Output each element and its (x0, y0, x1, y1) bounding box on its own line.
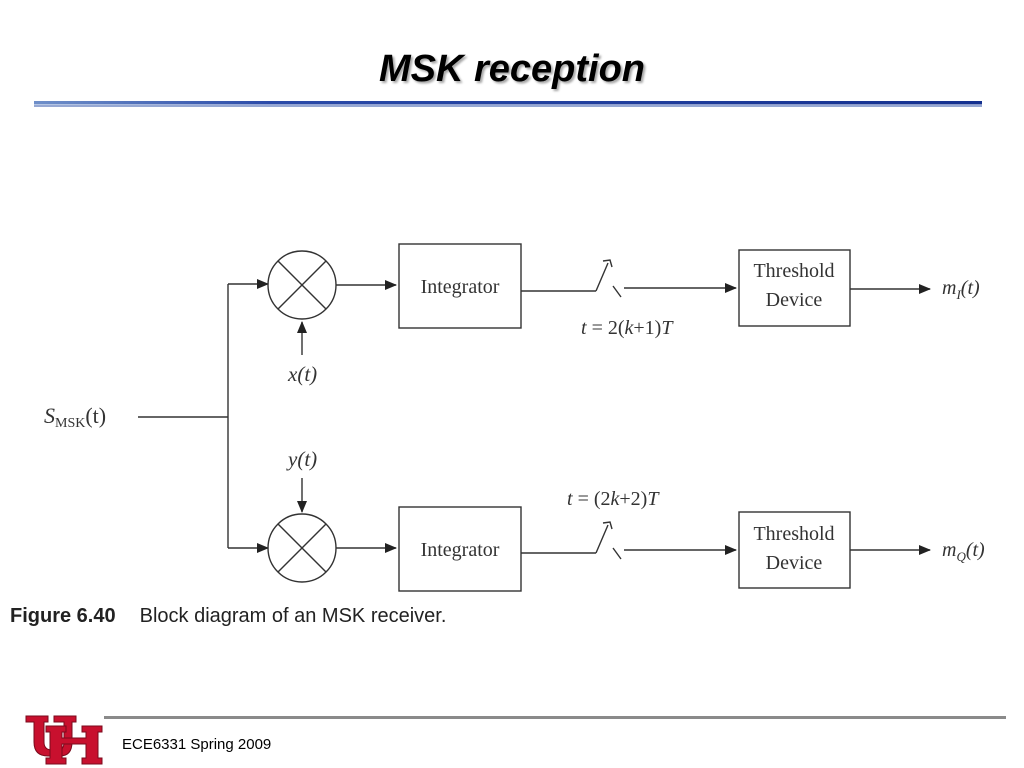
bottom-sampling-time-label: t = (2k+2)T (567, 488, 660, 510)
top-threshold-box (738, 249, 851, 327)
figure-caption-text: Block diagram of an MSK receiver. (139, 605, 447, 627)
bottom-output-label: mQ(t) (942, 539, 985, 564)
bottom-integrator-box (398, 506, 522, 592)
title-underline (34, 101, 982, 107)
slide-title: MSK reception (378, 48, 646, 90)
bottom-sampler-switch (595, 524, 609, 554)
top-threshold-label: Threshold (753, 260, 834, 282)
bottom-threshold-label-2: Device (766, 552, 823, 574)
top-threshold-label-2: Device (766, 289, 823, 311)
bottom-multiplier-input-label: y(t) (286, 447, 317, 471)
bottom-threshold-label: Threshold (753, 523, 834, 545)
figure-caption: Figure 6.40 Block diagram of an MSK recei… (10, 605, 446, 628)
bottom-integrator-label: Integrator (421, 539, 500, 561)
top-integrator-box (398, 243, 522, 329)
top-sampler-switch (595, 262, 609, 292)
footer-course-label: ECE6331 Spring 2009 (122, 736, 272, 753)
footer-divider (104, 716, 1006, 719)
uh-logo-icon (25, 715, 103, 765)
top-output-label: mI(t) (942, 277, 980, 302)
top-multiplier-input-label: x(t) (287, 362, 317, 386)
input-signal-label: SMSK(t) (44, 403, 106, 431)
figure-number: Figure 6.40 (10, 605, 116, 627)
top-sampling-time-label: t = 2(k+1)T (581, 317, 674, 339)
msk-receiver-diagram: SMSK(t) x(t) Integrator t = 2(k+1)T Thre… (44, 243, 985, 592)
top-integrator-label: Integrator (421, 276, 500, 298)
